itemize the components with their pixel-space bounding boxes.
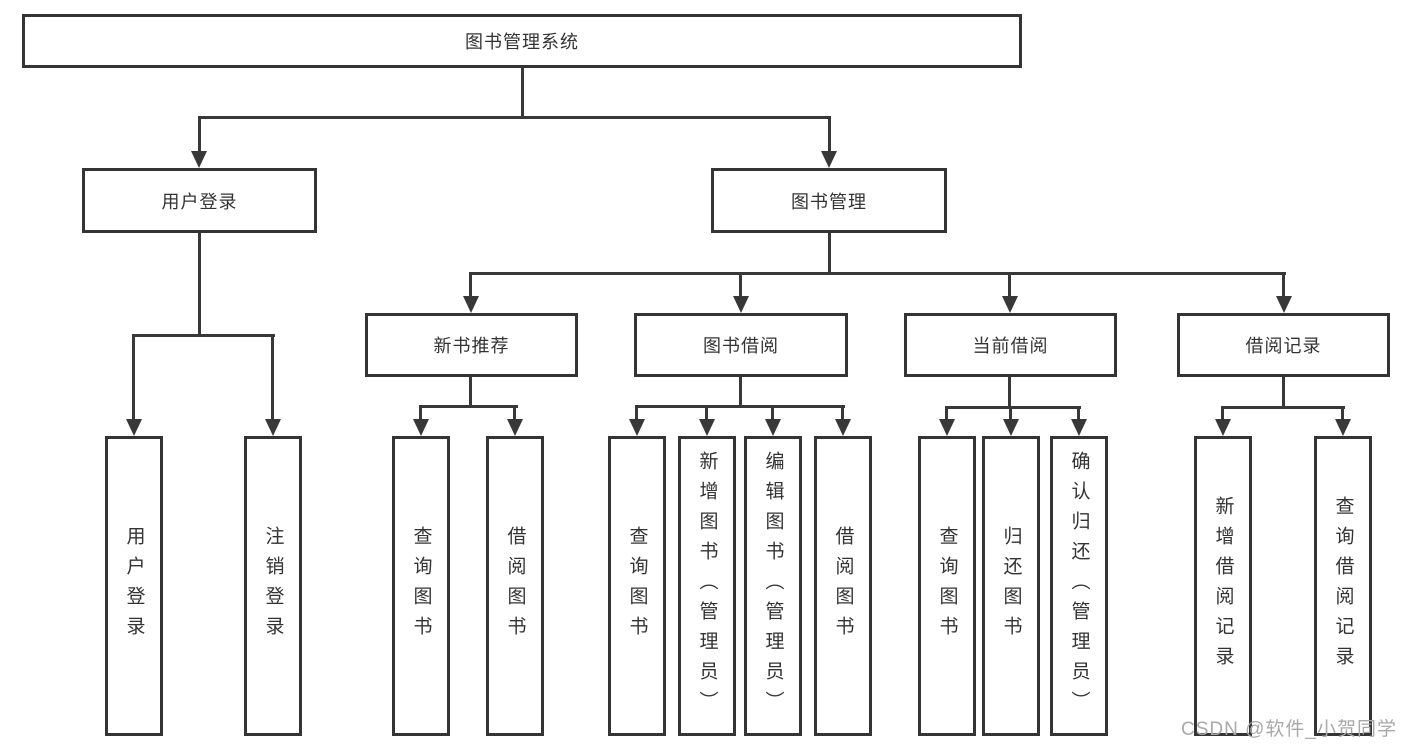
leaf-borrowing-query-books: 查询图书 [608,436,666,736]
arrow-down-icon [191,151,207,168]
arrow-down-icon [939,419,955,436]
connector-drop [841,405,844,421]
arrow-down-icon [1215,419,1231,436]
connector-drop [513,405,516,421]
node-book-borrowing: 图书借阅 [634,313,848,377]
arrow-down-icon [699,419,715,436]
connector-recommend-bar [419,405,518,408]
connector-drop [1341,406,1344,421]
leaf-borrowing-add-books-admin: 新增图书（管理员） [678,436,736,736]
connector-user-login-stem [198,233,201,336]
arrow-down-icon [463,296,479,313]
leaf-borrowing-edit-books-admin: 编辑图书（管理员） [744,436,802,736]
connector-root-stem [521,68,524,117]
connector-drop [945,406,948,421]
connector-drop [419,405,422,421]
connector-drop-book-management [828,116,831,154]
arrow-down-icon [1003,419,1019,436]
connector-drop-login-leaf [132,334,135,422]
connector-borrowing-bar [635,405,845,408]
arrow-down-icon [821,151,837,168]
connector-drop-borrowing-records [1282,272,1285,298]
leaf-borrowing-borrow-books: 借阅图书 [814,436,872,736]
leaf-current-confirm-return-admin: 确认归还（管理员） [1050,436,1108,736]
leaf-records-query-record: 查询借阅记录 [1314,436,1372,736]
connector-current-stem [1008,377,1011,409]
connector-current-bar [945,406,1081,409]
leaf-current-return-books: 归还图书 [982,436,1040,736]
connector-drop-user-login [198,116,201,154]
connector-drop [705,405,708,421]
node-borrowing-records: 借阅记录 [1177,313,1390,377]
arrow-down-icon [733,296,749,313]
node-root-library-system: 图书管理系统 [22,14,1022,68]
connector-drop-book-borrowing [739,272,742,298]
connector-book-management-stem [828,233,831,274]
connector-recommend-stem [469,377,472,407]
leaf-logout: 注销登录 [244,436,302,736]
leaf-records-add-record: 新增借阅记录 [1194,436,1252,736]
arrow-down-icon [1071,419,1087,436]
arrow-down-icon [1276,296,1292,313]
leaf-recommend-query-books: 查询图书 [392,436,450,736]
arrow-down-icon [413,419,429,436]
arrow-down-icon [1002,296,1018,313]
connector-drop [1221,406,1224,421]
node-book-management: 图书管理 [711,168,947,233]
connector-records-stem [1282,377,1285,409]
connector-drop [1077,406,1080,421]
connector-user-login-bar [132,334,275,337]
connector-level1-bar [198,116,831,119]
connector-drop [635,405,638,421]
connector-drop [771,405,774,421]
csdn-watermark: CSDN @软件_小贺同学 [1181,719,1397,740]
connector-drop-new-book [469,272,472,298]
connector-level3-bar [469,272,1286,275]
arrow-down-icon [126,419,142,436]
leaf-current-query-books: 查询图书 [918,436,976,736]
connector-records-bar [1221,406,1345,409]
node-new-book-recommend: 新书推荐 [365,313,578,377]
connector-drop [1009,406,1012,421]
node-current-borrowing: 当前借阅 [904,313,1117,377]
connector-drop-logout-leaf [271,334,274,422]
leaf-user-login: 用户登录 [105,436,163,736]
arrow-down-icon [765,419,781,436]
leaf-recommend-borrow-books: 借阅图书 [486,436,544,736]
arrow-down-icon [629,419,645,436]
connector-drop-current-borrowing [1008,272,1011,298]
arrow-down-icon [835,419,851,436]
node-user-login: 用户登录 [82,168,317,233]
connector-borrowing-stem [739,377,742,407]
arrow-down-icon [507,419,523,436]
arrow-down-icon [1335,419,1351,436]
arrow-down-icon [265,419,281,436]
